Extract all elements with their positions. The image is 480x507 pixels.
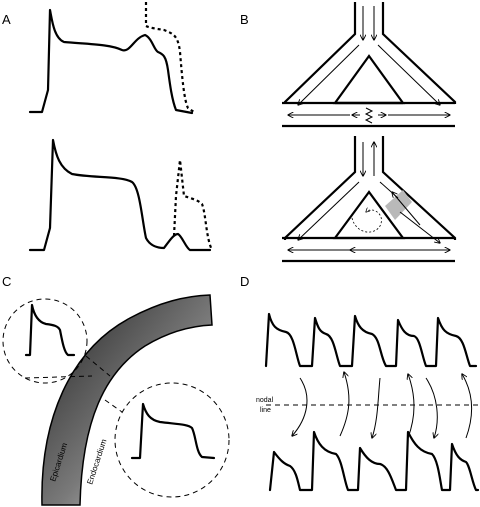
panel-a-top-trace (28, 8, 194, 115)
endocardial-zoom-circle (114, 382, 230, 498)
panel-d: D nodal line (240, 274, 480, 492)
panel-c-label: C (2, 274, 11, 289)
panel-a: A (2, 2, 214, 252)
reentry-path (351, 210, 382, 233)
epicardial-zoom-circle (2, 298, 88, 384)
branch-network-bottom (282, 136, 457, 263)
panel-b-label: B (240, 12, 249, 27)
endocardium-label: Endocardium (85, 438, 108, 486)
panel-b: B (240, 2, 457, 263)
branch-network-top (282, 2, 457, 128)
endocardial-action-potential (130, 402, 216, 460)
nodal-line-label-2: line (260, 407, 271, 414)
panel-a-top-dotted-trace (144, 2, 195, 113)
arrow-down-2 (372, 377, 381, 438)
panel-d-bottom-trace (268, 430, 480, 492)
arrow-up-1 (339, 372, 350, 437)
inner-triangle-bottom (332, 190, 406, 240)
panel-a-label: A (2, 12, 11, 27)
panel-d-top-trace (264, 312, 478, 368)
arrow-up-2 (408, 374, 415, 439)
inner-triangle-top (332, 54, 406, 105)
panel-a-bottom-dotted-trace (172, 159, 214, 251)
unidirectional-block-zone (385, 190, 412, 220)
epicardial-action-potential (24, 303, 76, 357)
panel-c: C Epicardium Endocardium (2, 274, 230, 506)
panel-d-label: D (240, 274, 249, 289)
panel-a-bottom-trace (28, 138, 212, 252)
nodal-line-label-1: nodal (256, 397, 274, 404)
arrow-down-3 (425, 377, 437, 438)
arrow-up-3 (462, 374, 473, 439)
ventricular-wall (41, 294, 213, 506)
arrow-down-1 (292, 377, 308, 436)
conduction-block-zigzag (364, 107, 374, 124)
